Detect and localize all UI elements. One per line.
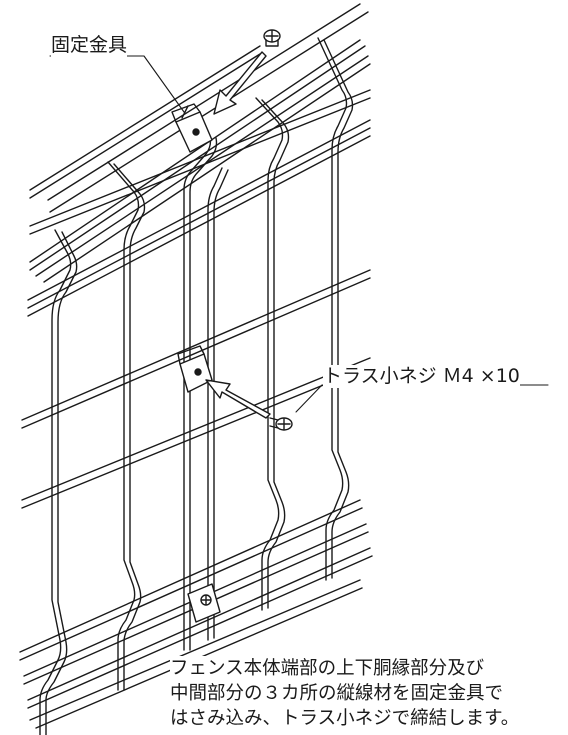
top-bracket [171, 103, 213, 153]
vertical-wires [39, 37, 354, 735]
middle-screw [269, 417, 293, 431]
top-arrow [213, 51, 267, 115]
middle-rail [21, 269, 371, 509]
upper-rail [27, 3, 371, 317]
top-screw [263, 29, 281, 47]
note-line-2: 中間部分の３カ所の縦線材を固定金具で [170, 681, 524, 706]
instruction-note: フェンス本体端部の上下胴縁部分及び 中間部分の３カ所の縦線材を固定金具で はさみ… [170, 656, 524, 731]
middle-arrow [205, 379, 271, 419]
screw-label: トラス小ネジ Ｍ4 ×10 [323, 365, 520, 388]
note-line-3: はさみ込み、トラス小ネジで締結します。 [170, 706, 524, 731]
middle-bracket [177, 345, 213, 393]
note-line-1: フェンス本体端部の上下胴縁部分及び [170, 656, 524, 681]
bracket-label: 固定金具 [51, 34, 128, 57]
bottom-bracket [187, 583, 221, 623]
